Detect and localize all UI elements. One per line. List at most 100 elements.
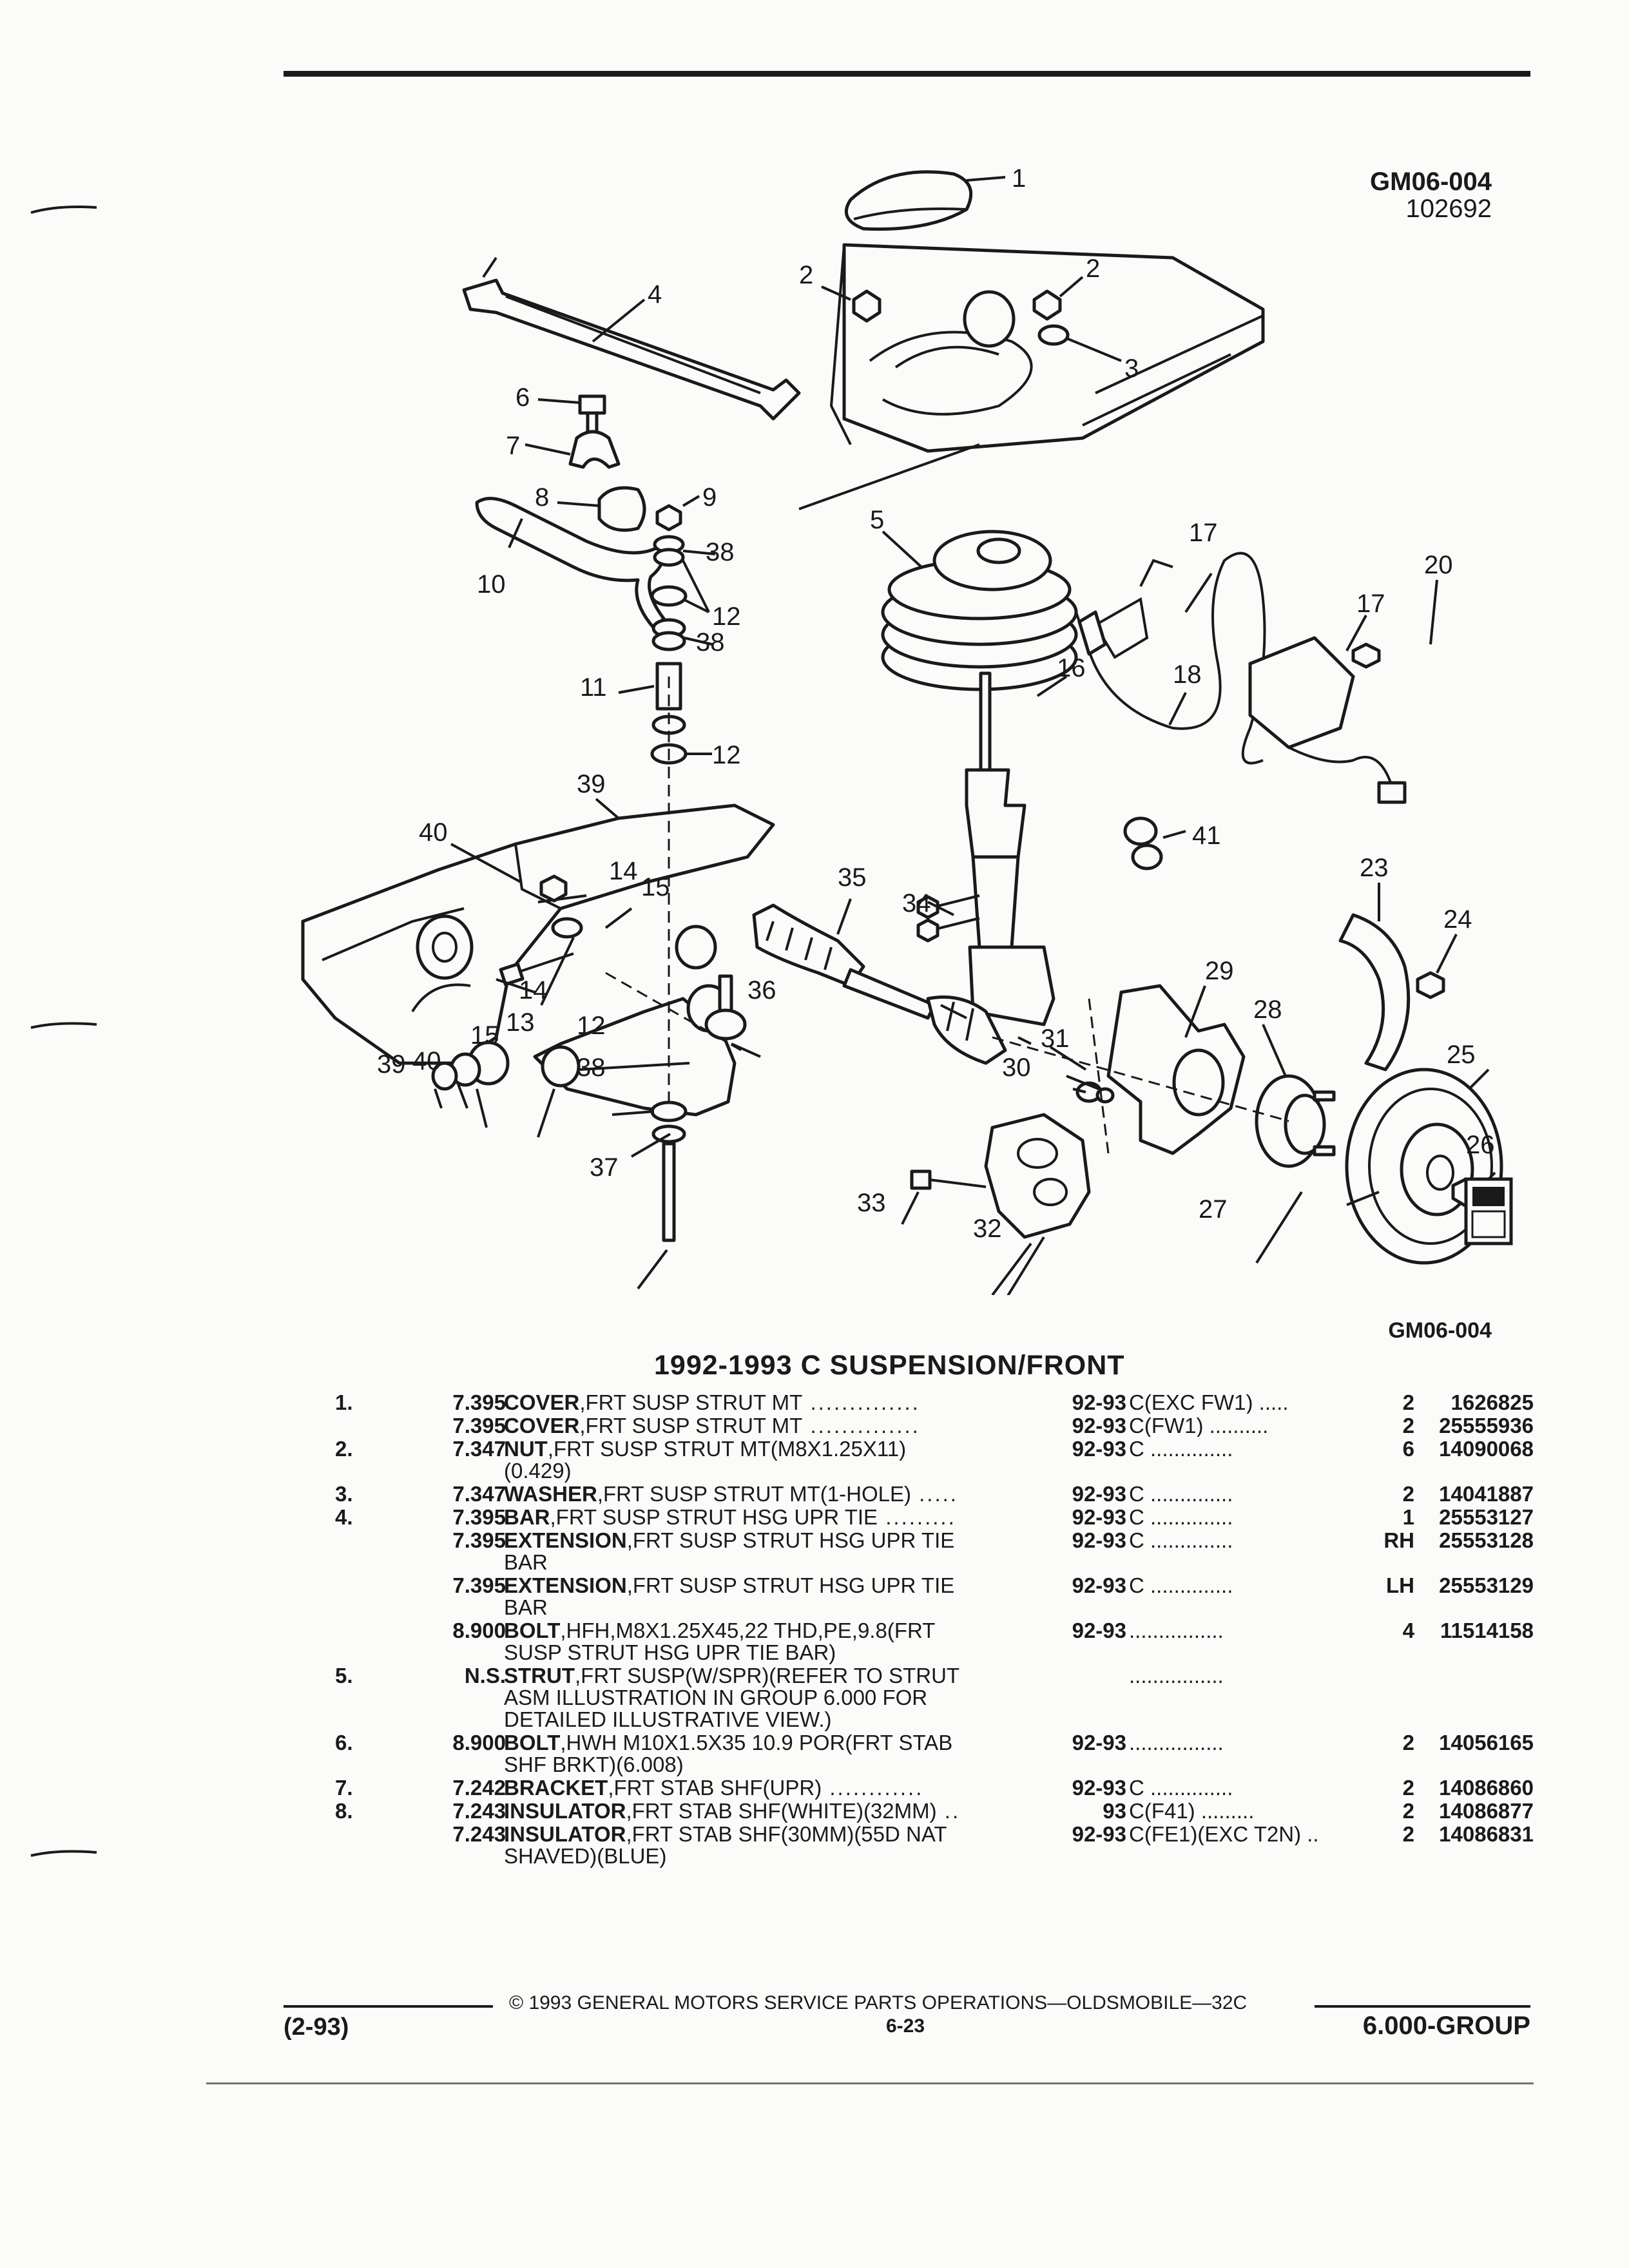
model-years: 92-93: [1072, 1482, 1126, 1506]
brake-hose: [1075, 552, 1266, 765]
part-number: 25553129: [1439, 1573, 1534, 1597]
stab-insulator: [597, 486, 646, 532]
callout-20: 20: [1424, 551, 1453, 579]
part-desc-line1: ,HFH,M8X1.25X45,22 THD,PE,9.8(FRT: [560, 1619, 936, 1642]
strut-knuckle-nut-upper: [1123, 816, 1158, 846]
footer-group: 6.000-GROUP: [1362, 2012, 1530, 2040]
model-years: 92-93: [1072, 1505, 1126, 1529]
brake-caliper: [984, 1113, 1091, 1239]
gm-spo-logo: [1464, 1177, 1513, 1245]
margin-marks: [30, 206, 97, 1857]
part-desc-line1: ,FRT STAB SHF(WHITE)(32MM): [626, 1799, 937, 1823]
model-years: 92-93: [1072, 1437, 1126, 1461]
front-crossmember: [301, 803, 775, 1065]
model-code: ................: [1129, 1732, 1224, 1754]
strut-mount-washer: [1037, 324, 1070, 346]
part-number: 25553128: [1439, 1528, 1534, 1552]
bottom-edge-line: [206, 2082, 1534, 2084]
model-code: C ..............: [1129, 1438, 1233, 1460]
callout-31: 31: [1041, 1024, 1070, 1053]
group-code: 7.243: [452, 1799, 506, 1823]
callout-34: 34: [902, 889, 931, 918]
part-desc-continued: DETAILED ILLUSTRATIVE VIEW.): [504, 1707, 832, 1731]
callout-24: 24: [1443, 905, 1472, 934]
strut-tower-panel: [798, 243, 1265, 510]
item-number: 2.: [335, 1437, 353, 1461]
part-desc-line1: ,FRT SUSP STRUT MT(1-HOLE): [597, 1482, 911, 1506]
section-title: 1992-1993 C SUSPENSION/FRONT: [654, 1350, 1125, 1381]
callout-9: 9: [702, 483, 717, 512]
model-code: C ..............: [1129, 1530, 1233, 1552]
strut-mount-nut-left: [852, 289, 882, 323]
group-code: 7.347: [452, 1437, 506, 1461]
quantity: LH: [1386, 1573, 1414, 1597]
part-number: 25553127: [1439, 1505, 1534, 1529]
part-name: BRACKET: [504, 1776, 608, 1800]
quantity: 2: [1402, 1776, 1414, 1800]
quantity: 2: [1402, 1822, 1414, 1846]
leader-dots: ..............: [802, 1414, 920, 1437]
stab-link-bolt: [650, 1100, 688, 1242]
leader-dots: ..: [936, 1799, 961, 1823]
top-rule: [284, 71, 1530, 77]
part-desc-line1: ,FRT STAB SHF(UPR): [608, 1776, 822, 1800]
group-code: 7.347: [452, 1482, 506, 1506]
group-code: 7.395: [452, 1573, 506, 1597]
footer-page-number: 6-23: [886, 2015, 925, 2037]
part-desc-continued: SHF BRKT)(6.008): [504, 1753, 684, 1776]
callout-14b: 14: [519, 976, 548, 1004]
part-desc-line1: ,FRT SUSP STRUT HSG UPR TIE: [550, 1505, 878, 1529]
leader-dots: .........: [878, 1505, 956, 1529]
footer-copyright: © 1993 GENERAL MOTORS SERVICE PARTS OPER…: [509, 1992, 1248, 2013]
stab-bracket: [568, 430, 621, 469]
callout-17b: 17: [1356, 590, 1385, 618]
model-code: C ..............: [1129, 1777, 1233, 1799]
callout-40a: 40: [419, 818, 448, 847]
model-code: C(FE1)(EXC T2N) ..: [1129, 1823, 1319, 1845]
callout-14a: 14: [609, 857, 638, 885]
model-years: 92-93: [1072, 1619, 1126, 1642]
callout-7: 7: [506, 432, 520, 460]
group-code: 7.395: [452, 1414, 506, 1437]
group-code: 8.900: [452, 1731, 506, 1754]
model-code: C ..............: [1129, 1483, 1233, 1505]
model-code: ................: [1129, 1665, 1224, 1687]
part-description: NUT,FRT SUSP STRUT MT(M8X1.25X11)(0.429): [504, 1438, 1007, 1482]
leader-dots: ..............: [802, 1390, 920, 1414]
part-description: COVER,FRT SUSP STRUT MT ..............: [504, 1415, 1007, 1437]
item-number: 6.: [335, 1731, 353, 1754]
part-description: WASHER,FRT SUSP STRUT MT(1-HOLE) .....: [504, 1483, 1007, 1505]
shield-bolt: [1416, 971, 1445, 999]
strut-centerline: [1088, 998, 1110, 1154]
part-desc-line1: ,HWH M10X1.5X35 10.9 POR(FRT STAB: [560, 1731, 953, 1754]
part-description: BAR,FRT SUSP STRUT HSG UPR TIE .........: [504, 1506, 1007, 1528]
part-number: 14041887: [1439, 1482, 1534, 1506]
model-code: C ..............: [1129, 1506, 1233, 1528]
front-suspension-diagram: 1 2 2 3 4 6 7 8 9 38 10 12 11 38 12 5 16…: [301, 164, 1513, 1295]
part-description: COVER,FRT SUSP STRUT MT ..............: [504, 1392, 1007, 1414]
callout-2b: 2: [1086, 255, 1100, 283]
group-code: 7.395: [452, 1390, 506, 1414]
caliper-bolt: [910, 1169, 987, 1190]
callout-37: 37: [590, 1153, 619, 1182]
callout-25: 25: [1447, 1041, 1476, 1069]
quantity: 6: [1402, 1437, 1414, 1461]
part-name: EXTENSION: [504, 1573, 627, 1597]
part-name: BOLT: [504, 1731, 561, 1754]
strut-body: [965, 671, 1055, 1026]
part-number: 25555936: [1439, 1414, 1534, 1437]
callout-6: 6: [516, 383, 530, 412]
callout-29: 29: [1205, 957, 1234, 985]
callout-3: 3: [1124, 354, 1139, 383]
part-desc-line1: ,FRT SUSP STRUT HSG UPR TIE: [626, 1528, 955, 1552]
callout-13: 13: [506, 1008, 535, 1037]
callout-12c: 12: [577, 1012, 606, 1040]
model-years: 92-93: [1072, 1573, 1126, 1597]
